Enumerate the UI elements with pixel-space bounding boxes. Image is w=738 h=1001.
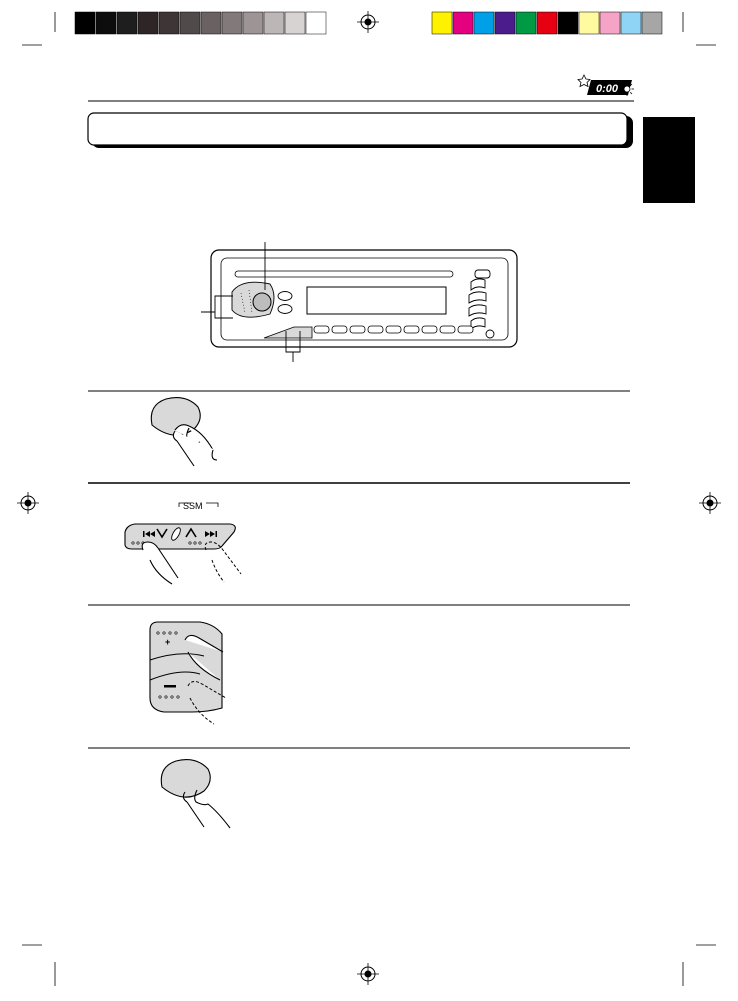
color-swatch: [557, 11, 579, 35]
title-box: [87, 112, 628, 146]
down-arrow-icon: [156, 528, 168, 539]
language-tab: [643, 117, 695, 203]
grayscale-swatch: [74, 11, 96, 35]
cd-slot: [234, 270, 454, 278]
preset-button: [331, 325, 348, 334]
car-stereo-panel: [210, 249, 518, 348]
clock-display-icon: 0:00: [577, 74, 634, 96]
up-arrow-icon: [185, 527, 197, 538]
ssm-label: SSM: [183, 501, 203, 511]
volume-button-panel: [149, 621, 223, 713]
preset-button: [313, 325, 330, 334]
step1-finger-press-illustration: [150, 397, 218, 467]
preset-button: [439, 325, 456, 334]
star-outline-icon: [577, 74, 591, 88]
color-swatch: [494, 11, 516, 35]
callout-lines: [201, 242, 301, 362]
grayscale-swatch: [263, 11, 285, 35]
preset-button: [421, 325, 438, 334]
eject-button: [474, 269, 491, 279]
reset-button: [485, 329, 495, 339]
grayscale-swatch: [242, 11, 264, 35]
crop-marks: [22, 12, 716, 986]
registration-mark-right: [699, 492, 721, 514]
source-button: [277, 291, 293, 301]
grayscale-swatch: [221, 11, 243, 35]
clock-display-text: 0:00: [596, 83, 619, 95]
grayscale-swatch: [116, 11, 138, 35]
preset-button: [367, 325, 384, 334]
skip-back-icon: [143, 531, 155, 537]
band-button: [277, 304, 293, 314]
step4-finger-press-illustration: [160, 759, 231, 829]
sun-icon: [620, 82, 634, 96]
preset-button: [403, 325, 420, 334]
preset-button: [457, 325, 474, 334]
preset-button: [349, 325, 366, 334]
registration-mark-bottom: [357, 963, 379, 985]
color-swatch: [515, 11, 537, 35]
grayscale-swatch: [179, 11, 201, 35]
step3-volume-illustration: +: [149, 621, 227, 725]
color-swatch: [578, 11, 600, 35]
grayscale-swatch: [200, 11, 222, 35]
display-window: [306, 286, 447, 315]
grayscale-swatch: [158, 11, 180, 35]
plus-icon: +: [165, 637, 170, 647]
registration-mark-top: [357, 11, 379, 33]
preset-button-row: [313, 325, 474, 334]
grayscale-swatch: [305, 11, 327, 35]
color-swatch: [536, 11, 558, 35]
minus-icon: [164, 685, 176, 688]
registration-mark-left: [17, 492, 39, 514]
grayscale-swatch: [137, 11, 159, 35]
preset-button: [385, 325, 402, 334]
skip-forward-icon: [205, 531, 217, 537]
color-swatch: [599, 11, 621, 35]
grayscale-swatch: [95, 11, 117, 35]
color-swatch: [641, 11, 663, 35]
color-swatch: [452, 11, 474, 35]
color-calibration-bar: [431, 11, 663, 35]
color-swatch: [473, 11, 495, 35]
step2-seek-illustration: SSM: [124, 501, 242, 585]
grayscale-swatch: [284, 11, 306, 35]
color-swatch: [431, 11, 453, 35]
grayscale-calibration-bar: [74, 11, 327, 35]
color-swatch: [620, 11, 642, 35]
